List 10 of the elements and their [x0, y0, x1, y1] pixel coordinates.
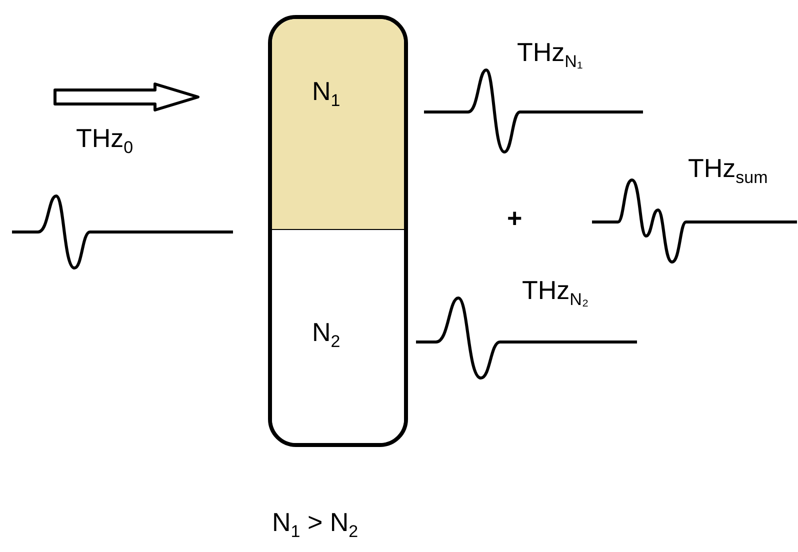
plus-sign: + — [507, 204, 522, 233]
signal-label: THz$_{N₂}$ — [522, 276, 589, 310]
signal-label: THz$_{sum}$ — [688, 154, 768, 188]
signal-label: THz$_{0}$ — [76, 124, 134, 158]
region-label: N$_{2}$ — [312, 318, 340, 352]
sample-slab — [268, 15, 408, 447]
signal-label: THz$_{N₁}$ — [517, 38, 583, 72]
condition-text: N$_{1}$ > N$_{2}$ — [272, 508, 358, 542]
region-label: N$_{1}$ — [312, 77, 340, 111]
sample-region — [272, 19, 404, 230]
